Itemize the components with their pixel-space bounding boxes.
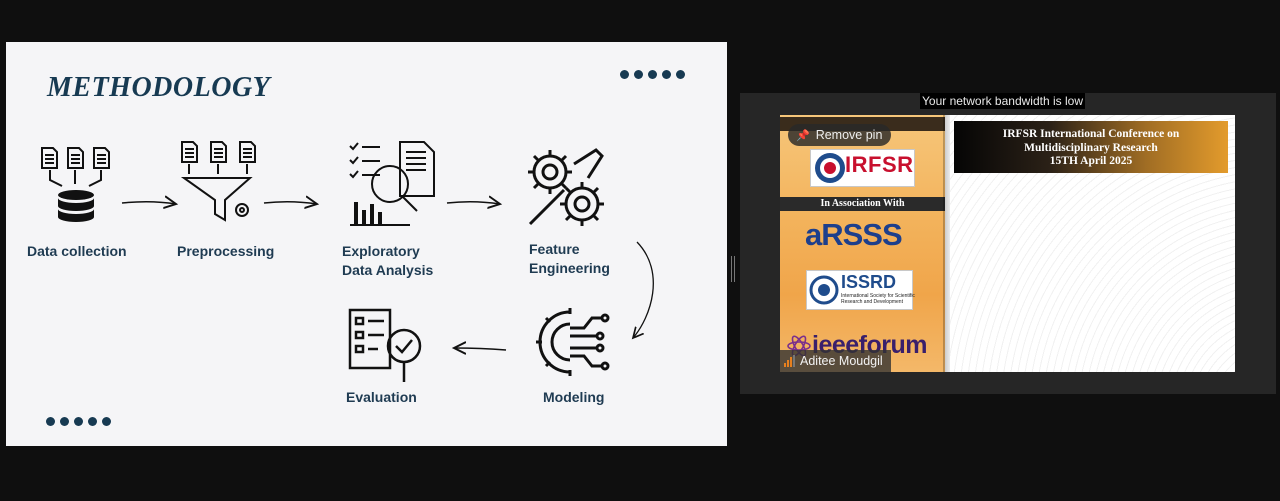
irfsr-logo: IRFSR (810, 149, 915, 187)
decorative-dots-bottom (46, 417, 111, 426)
remove-pin-button[interactable]: 📌Remove pin (788, 124, 892, 146)
arrow-4 (633, 241, 654, 338)
association-heading: In Association With (780, 197, 945, 211)
ai-brain-gear-icon (536, 308, 610, 376)
step-label-eda-line1: Exploratory (342, 243, 420, 259)
step-label-data-collection: Data collection (27, 243, 127, 259)
participant-name-tag: Aditee Moudgil (780, 350, 891, 372)
tools-gears-icon (528, 148, 604, 226)
issrd-seal-icon (809, 275, 839, 305)
arrow-5 (454, 348, 507, 350)
slide-title: METHODOLOGY (47, 72, 271, 103)
signal-bars-icon (784, 355, 795, 367)
panel-resize-handle[interactable] (731, 256, 735, 282)
participant-video: IRFSR In Association With aRSSS ISSRD In… (780, 115, 1235, 372)
data-analysis-icon (349, 141, 435, 226)
arrow-3 (446, 202, 500, 204)
step-label-eda-line2: Data Analysis (342, 262, 434, 278)
conference-banner: IRFSR International Conference on Multid… (954, 121, 1228, 173)
arsss-logo: aRSSS (805, 217, 903, 252)
issrd-logo: ISSRD International Society for Scientif… (806, 270, 915, 310)
bandwidth-warning: Your network bandwidth is low (920, 93, 1085, 109)
step-label-preprocessing: Preprocessing (177, 243, 275, 259)
participant-name: Aditee Moudgil (800, 354, 883, 368)
pin-icon: 📌 (796, 130, 810, 142)
sponsor-panel: IRFSR In Association With aRSSS ISSRD In… (780, 115, 945, 372)
decorative-dots-top (620, 70, 685, 79)
filter-funnel-icon (180, 141, 256, 222)
evaluation-checklist-icon (348, 308, 422, 382)
irfsr-seal-icon (815, 153, 845, 183)
shared-slide: METHODOLOGY Data collection (6, 42, 727, 446)
arrow-2 (263, 202, 317, 204)
step-label-evaluation: Evaluation (346, 389, 417, 405)
flow-arrows (121, 42, 654, 446)
arrow-1 (121, 202, 176, 204)
step-label-feature-line1: Feature (529, 241, 580, 257)
database-icon (41, 147, 110, 222)
step-label-modeling: Modeling (543, 389, 605, 405)
step-label-feature-line2: Engineering (529, 260, 610, 276)
